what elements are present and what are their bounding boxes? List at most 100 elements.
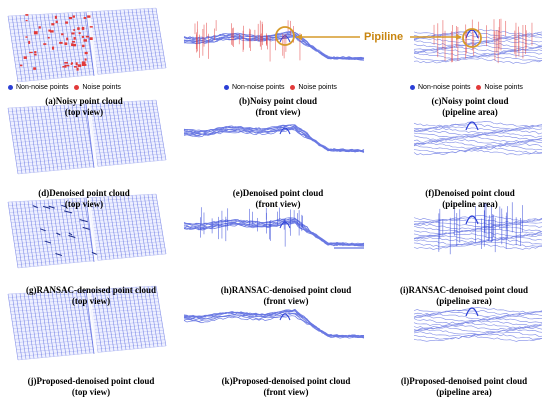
caption-title: (f)Denoised point cloud [425, 188, 515, 198]
caption-title: (d)Denoised point cloud [38, 188, 130, 198]
legend-panel-a: Non-noise points Noise points [8, 83, 121, 92]
caption-i: (i)RANSAC-denoised point cloud (pipeline… [378, 285, 550, 307]
panel-j [7, 285, 167, 361]
scan-hatch [7, 285, 167, 361]
legend-non-noise-label: Non-noise points [16, 84, 69, 91]
caption-view: (top view) [64, 199, 104, 209]
pipeline-area-lines [413, 306, 543, 342]
terrain-profile [183, 217, 365, 247]
caption-view: (pipeline area) [442, 199, 498, 209]
pipeline-edge [85, 197, 95, 263]
caption-view: (front view) [263, 387, 309, 397]
caption-view: (top view) [64, 107, 104, 117]
noise-dot-icon [74, 84, 80, 90]
pipeline-arc [465, 121, 479, 131]
pipeline-arc [465, 307, 479, 317]
scan-lines [7, 99, 167, 175]
caption-title: (h)RANSAC-denoised point cloud [220, 285, 352, 295]
pipeline-arc [465, 215, 479, 225]
panel-i [413, 202, 543, 255]
panel-k [183, 308, 365, 339]
residual-noise [32, 204, 97, 256]
legend-non-noise-label: Non-noise points [418, 84, 471, 91]
pipeline-strip [86, 289, 98, 355]
legend-non-noise-label: Non-noise points [232, 84, 285, 91]
arrow-head-right-icon [456, 34, 462, 40]
legend-panel-c: Non-noise points Noise points [410, 83, 523, 92]
pipeline-strip [86, 103, 98, 169]
caption-title: (c)Noisy point cloud [431, 96, 509, 106]
pipeline-edge [85, 103, 95, 169]
caption-title: (l)Proposed-denoised point cloud [400, 376, 528, 386]
panel-d [7, 99, 167, 175]
caption-e: (e)Denoised point cloud (front view) [193, 188, 363, 210]
caption-view: (pipeline area) [436, 387, 492, 397]
scan-hatch [7, 193, 167, 269]
caption-title: (k)Proposed-denoised point cloud [221, 376, 351, 386]
caption-title: (g)RANSAC-denoised point cloud [25, 285, 157, 295]
caption-h: (h)RANSAC-denoised point cloud (front vi… [193, 285, 379, 307]
caption-view: (front view) [255, 107, 301, 117]
pipeline-strip [86, 11, 98, 77]
caption-b: (b)Noisy point cloud (front view) [193, 96, 363, 118]
panel-b [183, 20, 365, 62]
caption-g: (g)RANSAC-denoised point cloud (top view… [0, 285, 182, 307]
panel-c [413, 18, 543, 64]
panel-a [7, 7, 167, 83]
scan-lines [7, 285, 167, 361]
panel-g [7, 193, 167, 269]
caption-title: (b)Noisy point cloud [238, 96, 318, 106]
vertical-noise [200, 207, 303, 247]
caption-c: (c)Noisy point cloud (pipeline area) [390, 96, 550, 118]
caption-a: (a)Noisy point cloud (top view) [0, 96, 168, 118]
pipeline-edge [85, 11, 95, 77]
scan-lines [7, 7, 167, 83]
caption-title: (e)Denoised point cloud [232, 188, 324, 198]
panel-h [183, 207, 365, 249]
caption-view: (pipeline area) [442, 107, 498, 117]
circle-highlight-icon [275, 26, 295, 46]
caption-view: (front view) [263, 296, 309, 306]
panel-l [413, 306, 543, 342]
terrain-profile [183, 124, 365, 153]
terrain-profile [183, 31, 365, 61]
caption-k: (k)Proposed-denoised point cloud (front … [193, 376, 379, 398]
panel-e [183, 124, 365, 153]
non-noise-dot-icon [224, 84, 229, 90]
caption-l: (l)Proposed-denoised point cloud (pipeli… [378, 376, 550, 398]
pipeline-annotation-label: Pipiline [364, 31, 404, 43]
caption-j: (j)Proposed-denoised point cloud (top vi… [0, 376, 182, 398]
caption-f: (f)Denoised point cloud (pipeline area) [390, 188, 550, 210]
pipeline-area-lines [413, 29, 543, 64]
pipeline-strip [86, 197, 98, 263]
caption-view: (top view) [71, 296, 111, 306]
pipeline-bump [279, 127, 291, 135]
circle-highlight-icon [462, 28, 482, 48]
legend-noise-label: Noise points [484, 84, 523, 91]
legend-noise-label: Noise points [82, 84, 121, 91]
vertical-noise [194, 20, 301, 62]
pipeline-bump [279, 313, 291, 321]
noise-dot-icon [476, 84, 482, 90]
caption-view: (front view) [255, 199, 301, 209]
panel-f [413, 121, 543, 156]
noise-points [20, 14, 93, 71]
pipeline-bump [279, 35, 291, 43]
vertical-noise [433, 18, 533, 64]
pipeline-edge [85, 289, 95, 355]
caption-title: (i)RANSAC-denoised point cloud [399, 285, 529, 295]
caption-title: (j)Proposed-denoised point cloud [27, 376, 155, 386]
caption-d: (d)Denoised point cloud (top view) [0, 188, 168, 210]
caption-view: (pipeline area) [436, 296, 492, 306]
terrain-profile [183, 308, 365, 339]
scan-hatch [7, 99, 167, 175]
arrow-head-left-icon [296, 34, 302, 40]
vertical-noise [438, 202, 524, 255]
pipeline-area-lines [413, 121, 543, 156]
legend-panel-b: Non-noise points Noise points [224, 83, 337, 92]
non-noise-dot-icon [410, 84, 415, 90]
non-noise-dot-icon [8, 84, 13, 90]
caption-view: (top view) [71, 387, 111, 397]
noise-dot-icon [290, 84, 296, 90]
